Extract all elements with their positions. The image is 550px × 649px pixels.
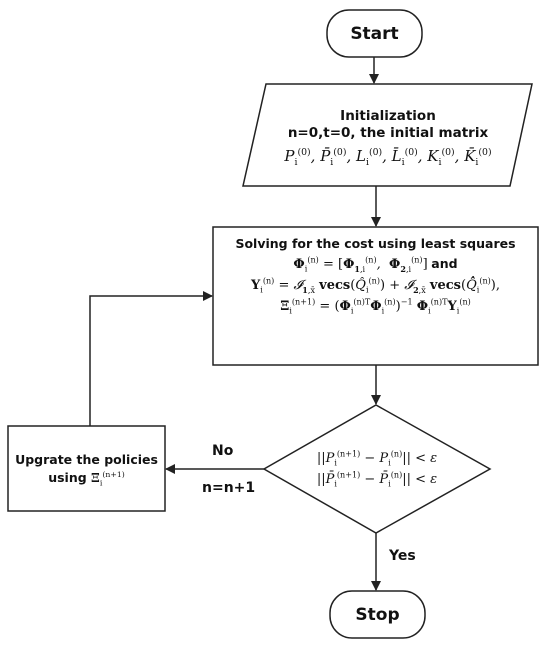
init-matrices: Pi(0), P̄i(0), Li(0), L̄i(0), Ki(0), K̄i…: [284, 146, 492, 168]
decision-cond1: ||Pi(n+1) − Pi(n)|| < ε: [316, 449, 438, 468]
update-using-label: using: [48, 470, 92, 485]
solve-eq3: Ξi(n+1) = (Φi(n)TΦi(n))−1 Φi(n)TΥi(n): [280, 297, 471, 316]
solve-eq2: Υi(n) = 𝓘1,x̄ vecs(Q̂i(n)) + 𝓘2,x̄ vecs(…: [251, 276, 500, 295]
solve-eq1: Φi(n) = [Φ1,i(n), Φ2,i(n)] and: [293, 255, 458, 274]
solve-node: Solving for the cost using least squares…: [214, 230, 537, 362]
start-label: Start: [350, 23, 399, 44]
stop-terminal-shape: [329, 590, 426, 639]
start-node: Start: [327, 10, 422, 57]
update-xi-math: Ξi(n+1): [91, 469, 125, 488]
stop-node: Stop: [330, 591, 425, 638]
decision-node: ||Pi(n+1) − Pi(n)|| < ε ||P̄i(n+1) − P̄i…: [276, 440, 478, 498]
update-process-shape: [7, 425, 166, 512]
label-yes: Yes: [389, 548, 416, 564]
solve-process-shape: [212, 226, 539, 366]
init-node: Initialization n=0,t=0, the initial matr…: [250, 88, 526, 184]
label-no: No: [212, 443, 234, 459]
init-parallelogram-shape: [242, 83, 533, 187]
init-subtitle: n=0,t=0, the initial matrix: [287, 124, 489, 141]
arrow-update-to-solve: [89, 291, 213, 426]
stop-label: Stop: [355, 604, 400, 625]
label-counter: n=n+1: [202, 480, 256, 496]
init-title: Initialization: [340, 107, 436, 124]
solve-eq1-and: and: [431, 256, 458, 271]
solve-title: Solving for the cost using least squares: [235, 236, 516, 251]
update-node: Upgrate the policies using Ξi(n+1): [9, 427, 164, 510]
update-line1: Upgrate the policies: [15, 452, 158, 467]
update-line2: using Ξi(n+1): [48, 469, 125, 488]
decision-cond2: ||P̄i(n+1) − P̄i(n)|| < ε: [316, 470, 438, 489]
